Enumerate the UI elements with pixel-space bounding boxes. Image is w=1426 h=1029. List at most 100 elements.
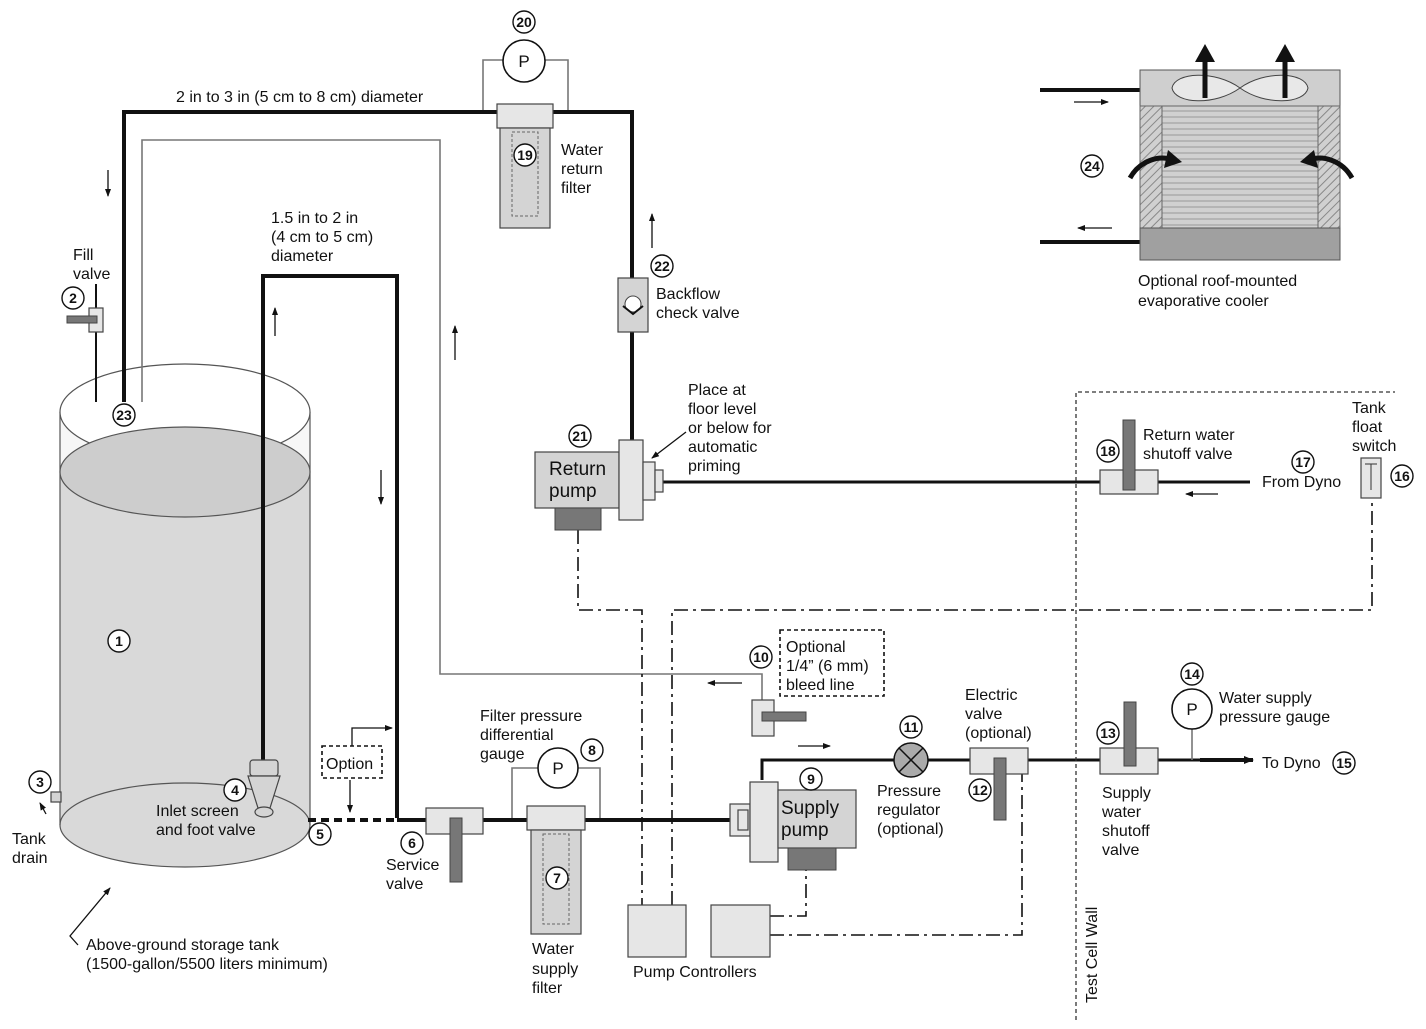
fill-valve-label-2: valve: [73, 266, 110, 283]
svg-text:15: 15: [1336, 755, 1352, 771]
callout-10: [749, 645, 773, 669]
pressure-reg-label-2: regulator: [877, 802, 941, 819]
return-water-shutoff-valve: [1099, 419, 1159, 495]
svg-text:8: 8: [588, 742, 596, 758]
callout-5: [308, 822, 332, 846]
svg-text:2: 2: [69, 290, 77, 306]
svg-text:P: P: [552, 759, 563, 778]
test-cell-wall-label: Test Cell Wall: [1084, 907, 1101, 1003]
callout-22: [650, 254, 674, 278]
return-pump-label-2: pump: [549, 481, 597, 502]
pipe-small-label-2: (4 cm to 5 cm): [271, 229, 373, 246]
filter-differential-gauge: P: [537, 747, 579, 789]
electric-valve-label-1: Electric: [965, 687, 1017, 704]
water-supply-pressure-gauge: P: [1171, 688, 1213, 730]
tank-float-label-1: Tank: [1352, 400, 1387, 417]
water-return-filter-label-1: Water: [561, 142, 604, 159]
svg-text:12: 12: [972, 782, 988, 798]
from-dyno-label: From Dyno: [1262, 474, 1341, 491]
callout-16: [1390, 464, 1414, 488]
service-valve: [425, 807, 484, 883]
callout-number-text: 1 2 3 4 5 6 7 8 9 10 11 12 13 14 15 16 1…: [36, 14, 1410, 886]
svg-text:4: 4: [231, 782, 239, 798]
water-return-filter-label-2: return: [561, 161, 603, 178]
callout-13: [1096, 721, 1120, 745]
storage-tank-label-1: Above-ground storage tank: [86, 937, 280, 954]
callout-7: [545, 866, 569, 890]
pressure-regulator: [893, 742, 929, 778]
callout-numbers: [28, 10, 1414, 890]
callout-2: [61, 286, 85, 310]
return-pump-label-1: Return: [549, 459, 606, 480]
electric-valve-label-3: (optional): [965, 725, 1032, 742]
tank-float-label-2: float: [1352, 419, 1383, 436]
svg-text:18: 18: [1100, 443, 1116, 459]
svg-text:20: 20: [516, 14, 532, 30]
svg-text:7: 7: [553, 870, 561, 886]
supply-shutoff-label-1: Supply: [1102, 785, 1151, 802]
return-shutoff-label-1: Return water: [1143, 427, 1235, 444]
place-label-2: floor level: [688, 401, 756, 418]
supply-pump: [729, 781, 857, 871]
inlet-screen-foot-valve: [247, 759, 281, 818]
callout-23: [112, 403, 136, 427]
svg-text:23: 23: [116, 407, 132, 423]
return-pump: [534, 439, 664, 531]
svg-text:5: 5: [316, 826, 324, 842]
test-cell-wall: [1075, 391, 1395, 1020]
option-box: [321, 745, 383, 779]
callout-9: [799, 767, 823, 791]
callout-21: [568, 424, 592, 448]
supply-pump-label-2: pump: [781, 820, 829, 841]
bleed-line-note-box: [779, 629, 885, 697]
inlet-label-1: Inlet screen: [156, 803, 239, 820]
svg-text:P: P: [518, 52, 529, 71]
tank-drain-label-1: Tank: [12, 831, 47, 848]
callout-6: [400, 831, 424, 855]
water-supply-filter-label-3: filter: [532, 980, 563, 997]
pump-controllers-label: Pump Controllers: [633, 964, 757, 981]
callout-11: [899, 715, 923, 739]
electric-valve: [969, 747, 1029, 821]
svg-text:24: 24: [1084, 158, 1100, 174]
pipe-small-label-1: 1.5 in to 2 in: [271, 210, 358, 227]
filter-gauge-label-1: Filter pressure: [480, 708, 582, 725]
svg-text:19: 19: [517, 147, 533, 163]
backflow-check-valve: [617, 277, 649, 333]
tank-float-label-3: switch: [1352, 438, 1396, 455]
svg-text:22: 22: [654, 258, 670, 274]
place-label-1: Place at: [688, 382, 746, 399]
callout-17: [1291, 450, 1315, 474]
water-supply-gauge-label-2: pressure gauge: [1219, 709, 1330, 726]
svg-text:13: 13: [1100, 725, 1116, 741]
callout-15: [1332, 751, 1356, 775]
supply-pump-label-1: Supply: [781, 798, 840, 819]
callout-18: [1096, 439, 1120, 463]
supply-shutoff-label-4: valve: [1102, 842, 1139, 859]
place-label-5: priming: [688, 458, 740, 475]
svg-text:10: 10: [753, 649, 769, 665]
svg-text:21: 21: [572, 428, 588, 444]
bleed-label-2: 1/4” (6 mm): [786, 658, 869, 675]
inlet-label-2: and foot valve: [156, 822, 256, 839]
svg-text:17: 17: [1295, 454, 1311, 470]
pipe-large-label: 2 in to 3 in (5 cm to 8 cm) diameter: [176, 89, 424, 106]
return-shutoff-label-2: shutoff valve: [1143, 446, 1233, 463]
callout-20: [512, 10, 536, 34]
place-label-3: or below for: [688, 420, 772, 437]
storage-tank-label-2: (1500-gallon/5500 liters minimum): [86, 956, 328, 973]
pressure-reg-label-3: (optional): [877, 821, 944, 838]
water-supply-filter-label-1: Water: [532, 941, 575, 958]
cooler-label-1: Optional roof-mounted: [1138, 273, 1297, 290]
callout-3: [28, 770, 52, 794]
storage-tank: [59, 363, 311, 868]
filter-gauge-label-2: differential: [480, 727, 554, 744]
callout-12: [968, 778, 992, 802]
svg-text:14: 14: [1184, 666, 1200, 682]
callout-24: [1080, 154, 1104, 178]
supply-shutoff-label-3: shutoff: [1102, 823, 1150, 840]
pipes: [95, 59, 1254, 822]
service-valve-label-1: Service: [386, 857, 439, 874]
electric-valve-label-2: valve: [965, 706, 1002, 723]
